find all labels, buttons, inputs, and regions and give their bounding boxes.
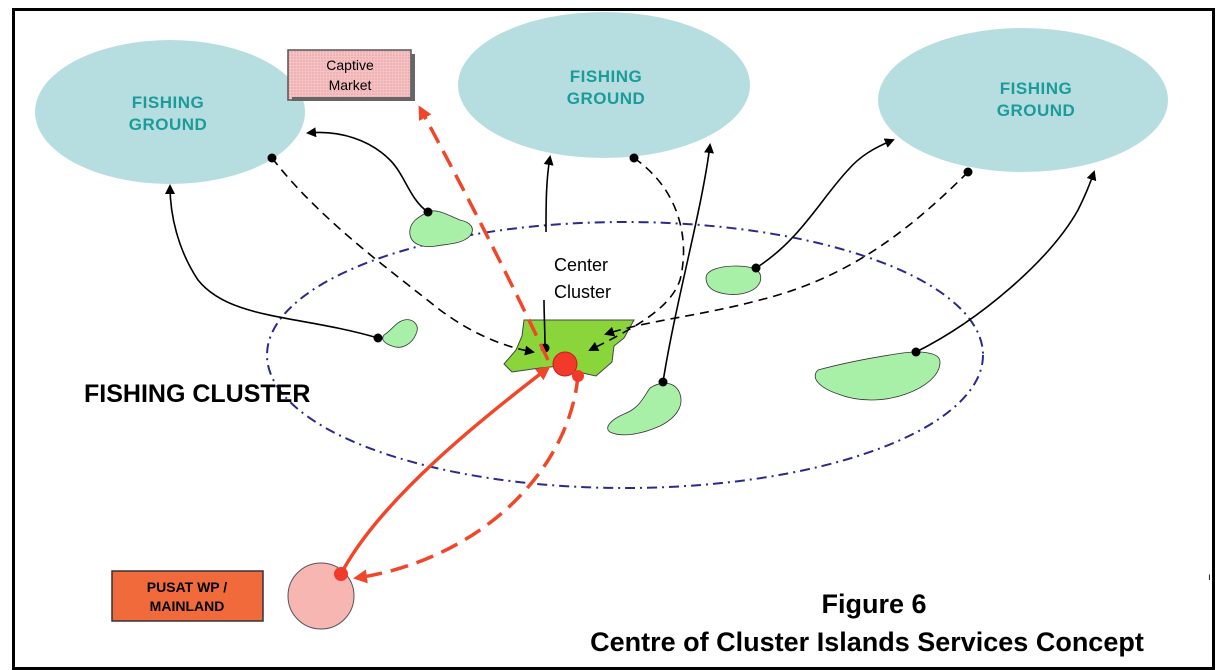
figure-number: Figure 6 (821, 589, 926, 619)
figure-caption: Centre of Cluster Islands Services Conce… (590, 627, 1144, 657)
trip-solid-upper-left-island (306, 127, 429, 213)
island-lower-center (607, 382, 682, 436)
fishing-ground-left-line1: FISHING (132, 93, 204, 112)
return-dashed-center (588, 157, 685, 351)
route-to-captive-market (418, 105, 550, 361)
captive-market-line1: Captive (326, 57, 374, 73)
trip-solid-lower-right-island (915, 170, 1097, 353)
trip-solid-center-island (543, 299, 546, 349)
return-dashed-right (604, 171, 969, 337)
trip-solid-upper-right-island (755, 138, 895, 269)
trip-solid-left-island (165, 184, 379, 339)
fishing-ground-left: FISHING GROUND (35, 40, 305, 184)
fishing-ground-center: FISHING GROUND (458, 12, 750, 158)
captive-market-box: Captive Market (287, 49, 415, 101)
fishing-ground-center-line2: GROUND (567, 89, 646, 108)
fishing-ground-center-line1: FISHING (570, 67, 642, 86)
trip-solid-center-up (543, 155, 554, 233)
fishing-ground-right: FISHING GROUND (878, 28, 1168, 172)
return-dashed-left (271, 157, 535, 356)
stray-mark: ı (1208, 572, 1211, 583)
center-hub-exit-dot (572, 370, 584, 382)
route-mainland-to-center (339, 366, 551, 575)
center-hub-marker (552, 351, 578, 377)
trip-solid-lower-center-island (662, 143, 714, 383)
center-cluster-line1: Center (554, 255, 608, 275)
center-cluster-line2: Cluster (554, 282, 611, 302)
fishing-cluster-label: FISHING CLUSTER (84, 380, 310, 408)
fishing-cluster-ring (266, 221, 984, 489)
trip-origin-dots (267, 153, 973, 387)
island-upper-right (705, 265, 762, 295)
island-small-left (382, 319, 418, 348)
fishing-ground-right-line2: GROUND (997, 101, 1076, 120)
mainland-dock-dot (334, 567, 348, 581)
mainland-line2: MAINLAND (150, 598, 225, 614)
island-upper-left (409, 210, 473, 247)
fishing-ground-right-line1: FISHING (1000, 79, 1072, 98)
mainland-line1: PUSAT WP / (147, 579, 227, 595)
island-lower-right (814, 351, 941, 401)
route-center-to-mainland (353, 374, 580, 584)
captive-market-line2: Market (329, 77, 372, 93)
fishing-ground-left-line2: GROUND (129, 115, 208, 134)
mainland-box: PUSAT WP / MAINLAND (111, 570, 264, 622)
